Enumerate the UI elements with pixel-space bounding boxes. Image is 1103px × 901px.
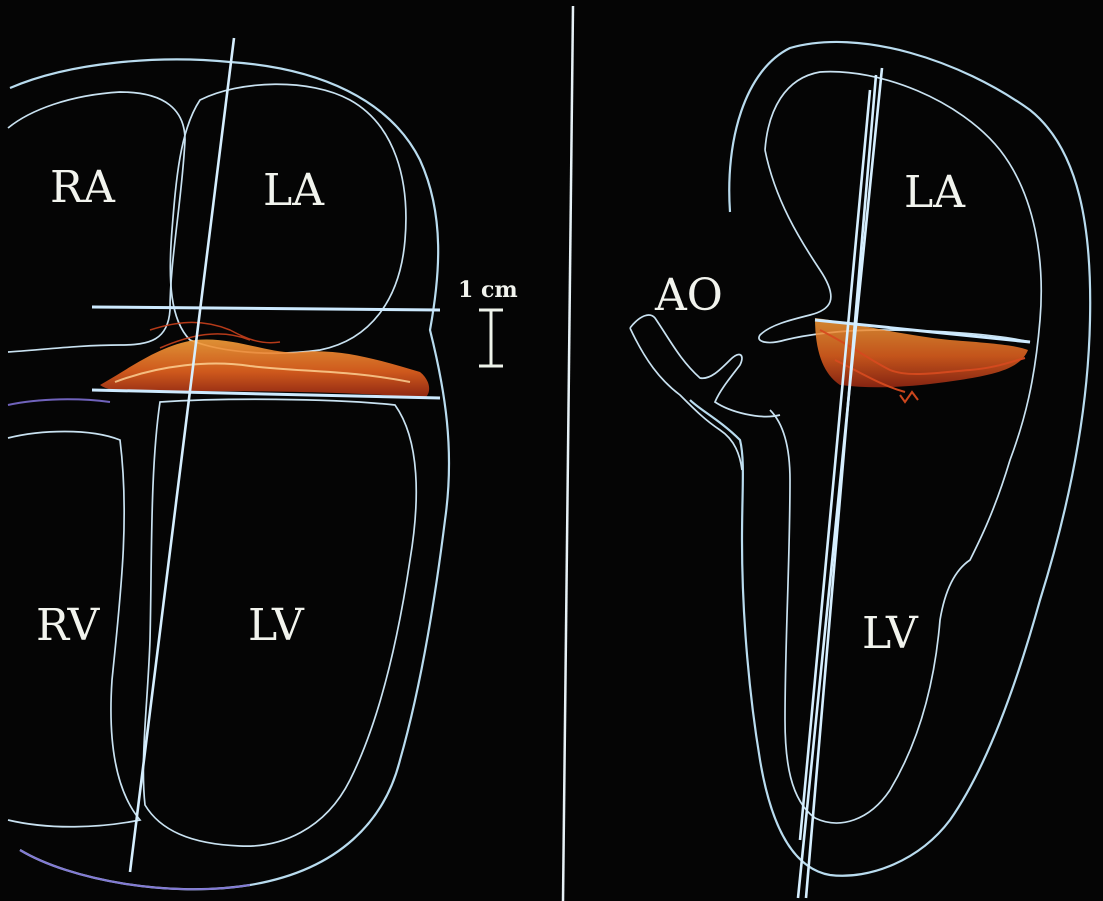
ra-chamber-outline bbox=[8, 92, 185, 352]
right-outer-outline bbox=[690, 42, 1090, 876]
right-panel: AO LA LV bbox=[630, 42, 1090, 898]
right-axis-line-3 bbox=[800, 90, 870, 840]
right-axis-line-2 bbox=[806, 75, 876, 898]
label-ra: RA bbox=[50, 162, 116, 213]
left-valve-leaflet-smear bbox=[100, 339, 429, 398]
label-lv-left: LV bbox=[248, 600, 305, 651]
aorta-lower-wall bbox=[630, 328, 742, 470]
label-la-left: LA bbox=[263, 165, 325, 216]
label-ao: AO bbox=[654, 270, 723, 321]
left-panel: 1 cm RA LA RV LV bbox=[8, 38, 518, 889]
right-la-outline bbox=[759, 150, 1030, 342]
scale-label: 1 cm bbox=[458, 277, 518, 303]
label-rv: RV bbox=[36, 600, 101, 651]
label-lv-right: LV bbox=[862, 608, 919, 659]
scale-bar: 1 cm bbox=[458, 277, 518, 366]
label-la-right: LA bbox=[904, 167, 966, 218]
la-chamber-outline bbox=[170, 84, 406, 353]
left-upper-valve-plane bbox=[92, 307, 440, 310]
left-long-axis-line bbox=[130, 38, 234, 872]
right-long-axis-lines bbox=[798, 68, 882, 898]
panel-divider bbox=[563, 6, 573, 901]
